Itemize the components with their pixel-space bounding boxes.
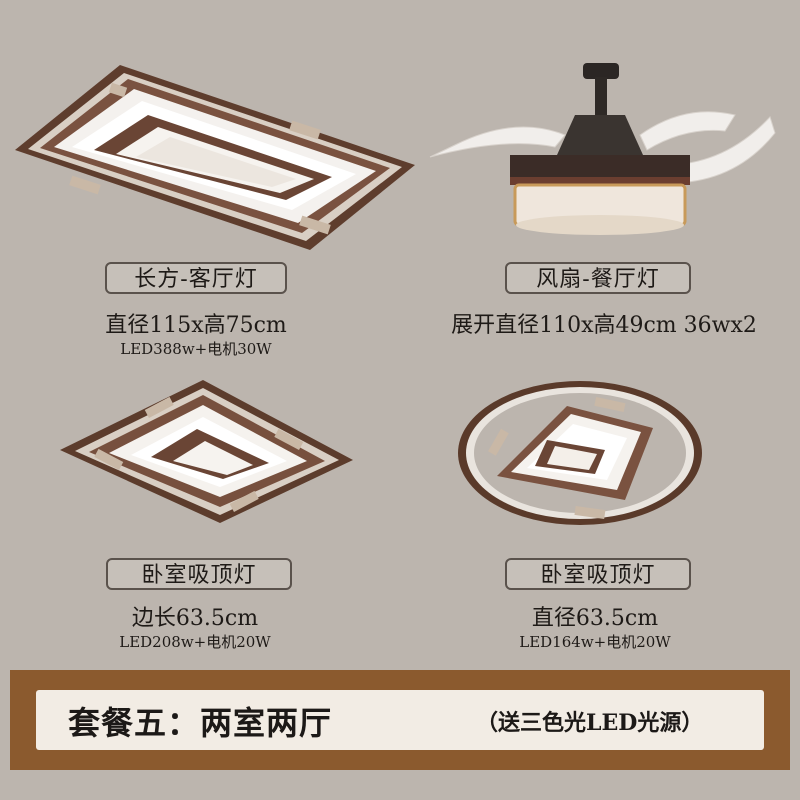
bedroom-square-light-drawing (60, 380, 353, 523)
product-2-size-text: 展开直径110x高49cm 36wx2 (451, 313, 757, 338)
living-room-rect-light-image (10, 55, 420, 255)
fan-light-drawing (429, 63, 776, 235)
product-3-name-label: 卧室吸顶灯 (106, 558, 292, 590)
package-banner-panel: 套餐五：两室两厅 （送三色光LED光源） (36, 690, 764, 750)
fan-light-image (425, 55, 780, 245)
product-3-size-text: 边长63.5cm (131, 606, 259, 631)
product-1-name-label: 长方-客厅灯 (105, 262, 287, 294)
product-4-size-text: 直径63.5cm (531, 606, 659, 631)
package-note: （送三色光LED光源） (476, 710, 704, 736)
product-1-power-text: LED388w+电机30W (120, 340, 272, 358)
product-4-name-label: 卧室吸顶灯 (505, 558, 691, 590)
package-title: 套餐五：两室两厅 (68, 704, 333, 742)
product-2-name-label: 风扇-餐厅灯 (505, 262, 691, 294)
product-4-power-text: LED164w+电机20W (519, 633, 671, 651)
living-room-rect-light-drawing (15, 65, 415, 250)
bedroom-round-light-drawing (458, 381, 702, 525)
package-banner: 套餐五：两室两厅 （送三色光LED光源） (10, 670, 790, 770)
product-3-power-text: LED208w+电机20W (119, 633, 271, 651)
bedroom-square-light-image (55, 375, 355, 525)
bedroom-round-light-image (455, 378, 705, 528)
product-1-size-text: 直径115x高75cm (105, 313, 287, 338)
